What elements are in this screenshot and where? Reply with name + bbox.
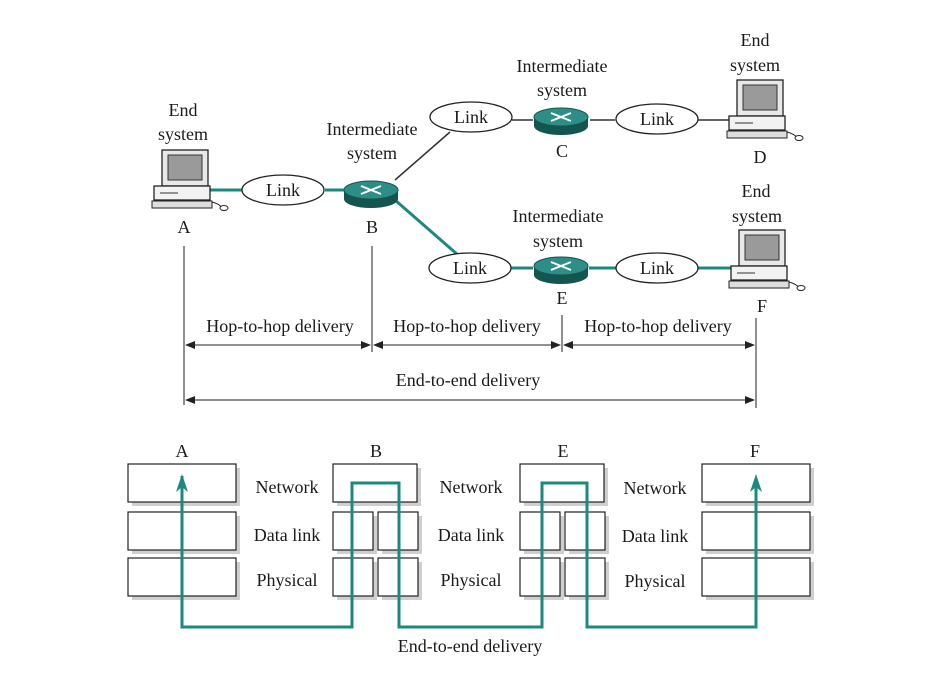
layer-label-network-1: Network [256,477,319,497]
node-F-caption-line2: system [732,206,782,226]
stack-E [519,463,609,600]
node-B-caption-line2: system [347,143,397,163]
path-start-arrowhead [176,474,188,492]
stack-column-A: A [176,441,189,461]
link-label: Link [454,107,488,127]
node-D-caption-line1: End [741,30,770,50]
link-label: Link [640,258,674,278]
end-to-end-label-bottom: End-to-end delivery [398,636,542,656]
link-label: Link [453,258,487,278]
layer-label-physical-1: Physical [257,570,318,590]
hop-label-2: Hop-to-hop delivery [393,316,540,336]
end-to-end-label-top: End-to-end delivery [396,370,540,390]
layer-label-datalink-1: Data link [254,525,320,545]
node-D-caption-line2: system [730,55,780,75]
router-C-icon [533,107,589,135]
node-E-caption-line2: system [533,231,583,251]
node-C-caption-line1: Intermediate [517,56,608,76]
node-A-caption-line2: system [158,124,208,144]
node-D-letter: D [754,147,767,167]
computer-A-icon [151,149,229,211]
link-B-E: Link [428,252,512,284]
router-B-icon [343,180,399,208]
node-E-letter: E [557,288,568,308]
layer-label-network-2: Network [440,477,503,497]
node-C-letter: C [556,141,568,161]
topology-connections [208,119,737,270]
node-A-letter: A [178,217,191,237]
link-B-C: Link [429,101,513,133]
layer-label-physical-3: Physical [625,571,686,591]
layer-label-physical-2: Physical [441,570,502,590]
node-B-caption-line1: Intermediate [327,119,418,139]
layer-label-datalink-3: Data link [622,526,688,546]
hop-label-3: Hop-to-hop delivery [584,316,731,336]
node-E-caption-line1: Intermediate [513,206,604,226]
computer-D-icon [726,79,804,141]
stack-column-F: F [750,441,760,461]
delivery-guides [183,246,757,408]
link-label: Link [266,180,300,200]
hop-label-1: Hop-to-hop delivery [206,316,353,336]
path-end-arrowhead [750,474,762,492]
link-C-D: Link [615,103,699,135]
layer-label-network-3: Network [624,478,687,498]
stack-column-E: E [558,441,569,461]
link-A-B: Link [241,174,325,206]
node-F-caption-line1: End [742,181,771,201]
node-B-letter: B [366,217,378,237]
node-F-letter: F [757,296,767,316]
link-E-F: Link [615,252,699,284]
node-C-caption-line2: system [537,80,587,100]
computer-F-icon [728,229,806,291]
stack-column-B: B [370,441,382,461]
router-E-icon [533,256,589,284]
link-label: Link [640,109,674,129]
node-A-caption-line1: End [169,100,198,120]
end-to-end-path [176,474,762,629]
layer-label-datalink-2: Data link [438,525,504,545]
